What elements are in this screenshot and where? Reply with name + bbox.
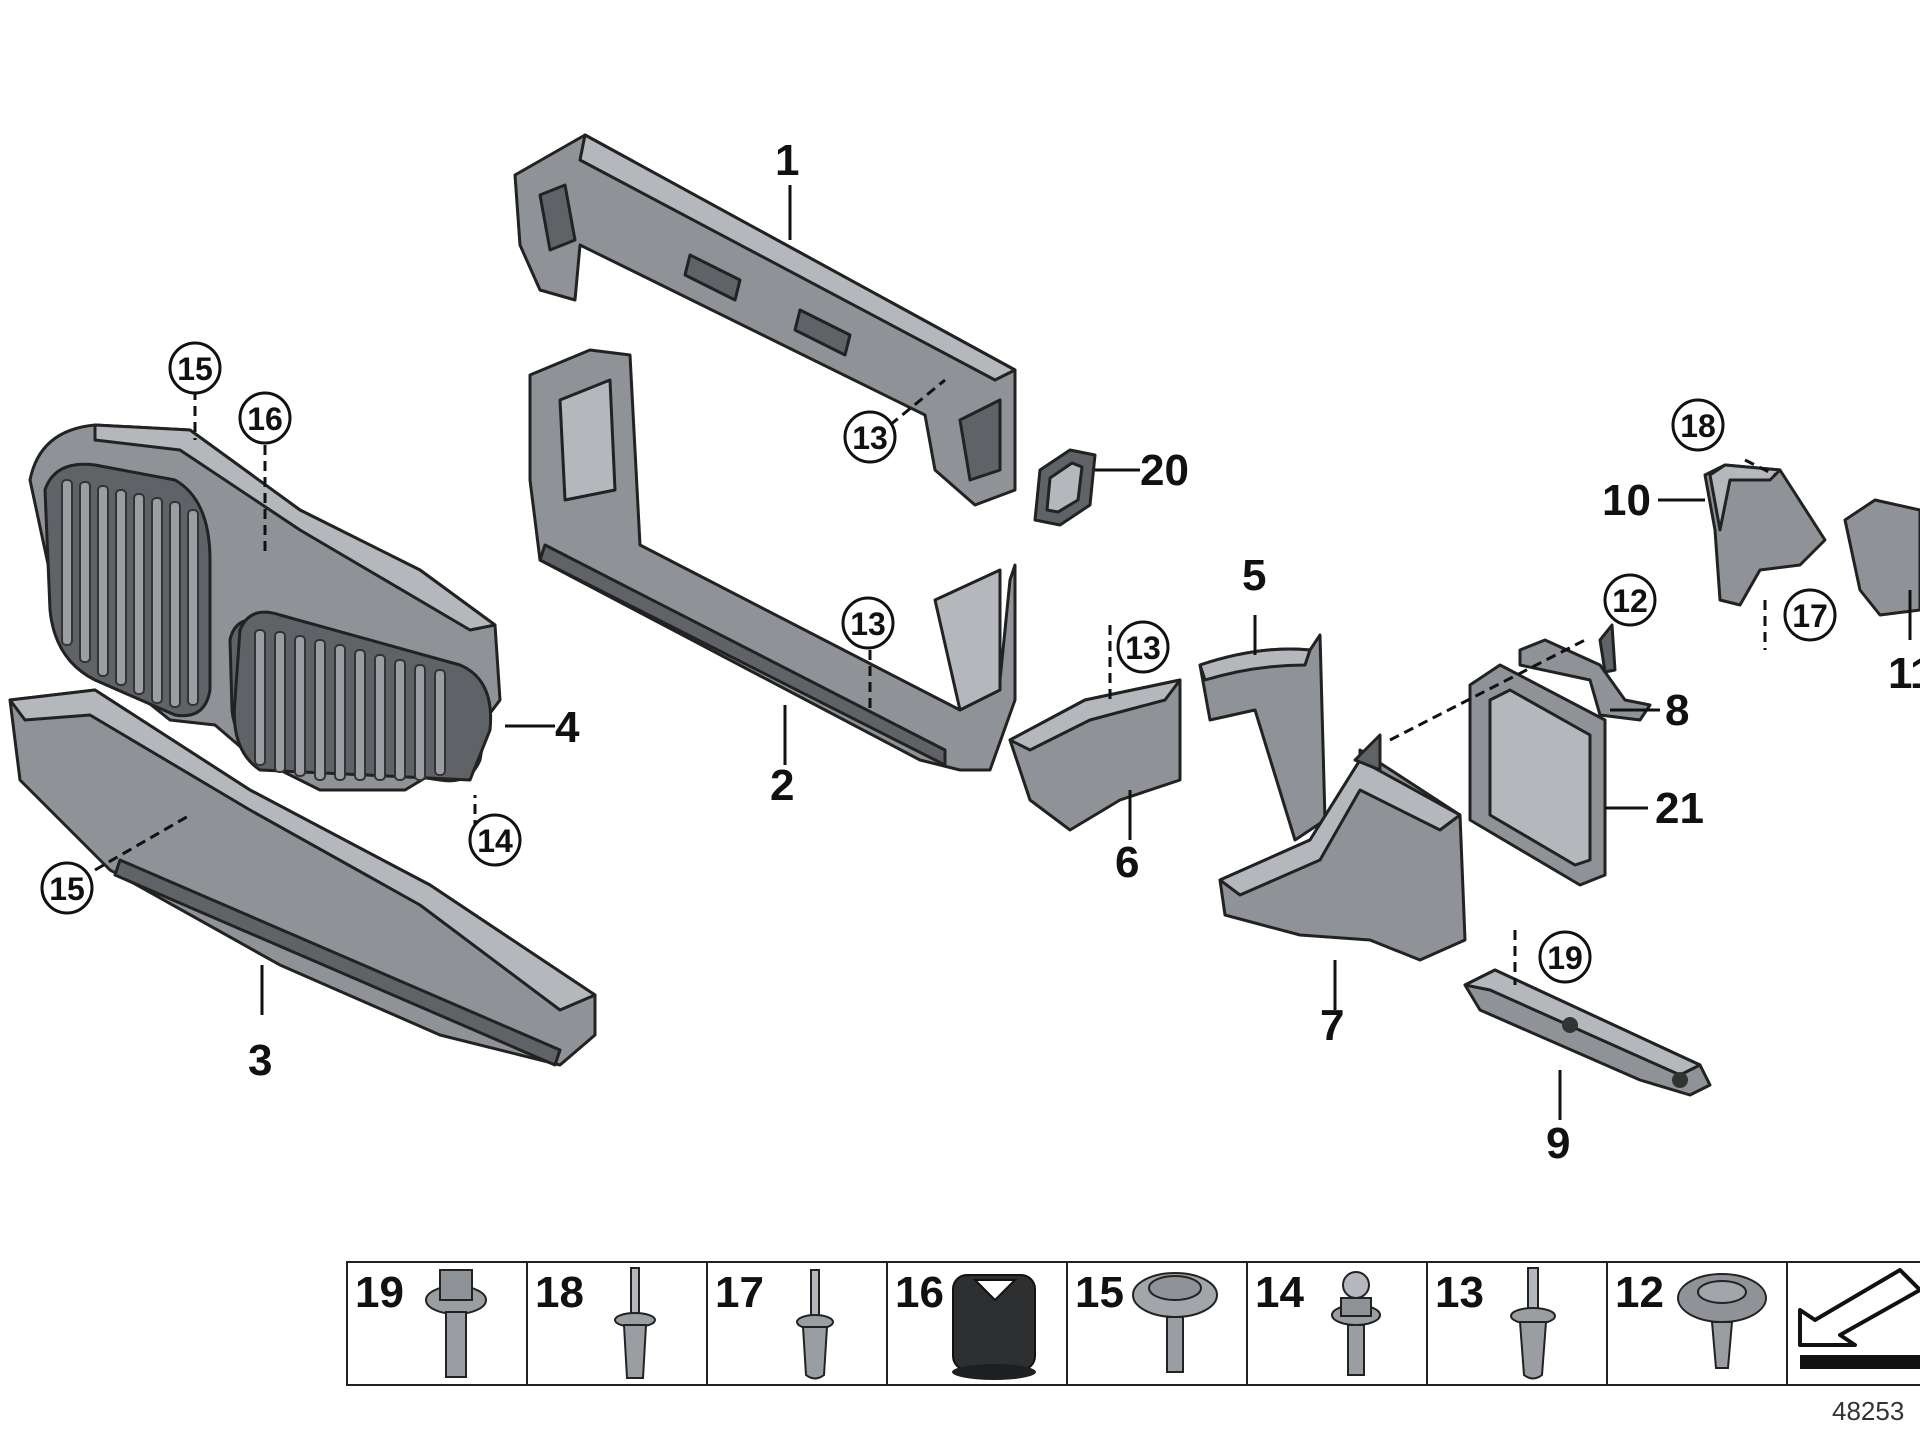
circled-13-upper: 13 bbox=[852, 420, 888, 456]
part-2-lower-frame bbox=[528, 348, 1017, 772]
legend-number-12: 12 bbox=[1615, 1268, 1664, 1317]
callout-6: 6 bbox=[1115, 838, 1139, 887]
circled-13-frame: 13 bbox=[850, 606, 886, 642]
circled-references: 15 16 14 15 13 13 13 18 17 12 19 bbox=[40, 341, 1837, 984]
legend-number-19: 19 bbox=[355, 1268, 404, 1317]
part-5-duct-panel bbox=[1198, 633, 1327, 842]
legend-number-15: 15 bbox=[1075, 1268, 1124, 1317]
part-10-air-deflector bbox=[1703, 463, 1827, 607]
part-3-lower-air-duct bbox=[8, 688, 597, 1067]
callout-1: 1 bbox=[775, 136, 799, 185]
legend-number-14: 14 bbox=[1255, 1268, 1304, 1317]
legend-number-17: 17 bbox=[715, 1268, 764, 1317]
hex-flange-bolt-icon bbox=[425, 1269, 487, 1378]
callout-20: 20 bbox=[1140, 446, 1189, 495]
circled-19: 19 bbox=[1547, 940, 1583, 976]
callout-3: 3 bbox=[248, 1036, 272, 1085]
leader-lines bbox=[260, 185, 1912, 1120]
plastic-rivet-icon bbox=[1510, 1267, 1556, 1380]
callout-10: 10 bbox=[1602, 476, 1651, 525]
circled-15-bottom: 15 bbox=[49, 871, 85, 907]
star-nut-screw-icon bbox=[1677, 1273, 1767, 1369]
direction-arrow-icon bbox=[1798, 1268, 1920, 1369]
legend-number-16: 16 bbox=[895, 1268, 944, 1317]
part-9-carrier bbox=[1463, 968, 1712, 1097]
part-11-air-deflector bbox=[1843, 498, 1920, 617]
part-8-bracket bbox=[1518, 623, 1652, 722]
part-7-brake-duct bbox=[1218, 733, 1467, 962]
callout-numbers: 1 2 3 4 5 6 7 8 9 10 11 20 21 bbox=[248, 136, 1920, 1168]
expanding-rivet-icon bbox=[614, 1267, 656, 1379]
left-kidney bbox=[43, 462, 212, 718]
callout-11: 11 bbox=[1888, 649, 1920, 698]
part-1-upper-carrier bbox=[513, 133, 1017, 507]
callout-21: 21 bbox=[1655, 784, 1704, 833]
legend-number-13: 13 bbox=[1435, 1268, 1484, 1317]
callout-5: 5 bbox=[1242, 551, 1266, 600]
ball-stud-icon bbox=[1331, 1271, 1381, 1376]
circled-12: 12 bbox=[1612, 583, 1648, 619]
washer-screw-icon bbox=[1132, 1272, 1218, 1373]
callout-4: 4 bbox=[555, 703, 580, 752]
circled-14: 14 bbox=[477, 823, 513, 859]
part-6-air-guide bbox=[1008, 678, 1182, 832]
legend-number-18: 18 bbox=[535, 1268, 584, 1317]
part-20-seal bbox=[1033, 448, 1097, 527]
rubber-buffer-icon bbox=[952, 1274, 1036, 1380]
diagram-reference-number: 48253 bbox=[1832, 1396, 1904, 1426]
callout-2: 2 bbox=[770, 761, 794, 810]
circled-13-guide: 13 bbox=[1125, 630, 1161, 666]
right-kidney bbox=[228, 610, 493, 783]
part-4-kidney-grille bbox=[28, 423, 502, 792]
fastener-legend-table: 19 18 17 16 15 14 13 12 bbox=[346, 1261, 1920, 1386]
callout-8: 8 bbox=[1665, 686, 1689, 735]
push-rivet-icon bbox=[796, 1269, 834, 1380]
circled-18: 18 bbox=[1680, 408, 1716, 444]
callout-9: 9 bbox=[1546, 1119, 1570, 1168]
circled-15-top: 15 bbox=[177, 351, 213, 387]
callout-7: 7 bbox=[1320, 1001, 1344, 1050]
circled-17: 17 bbox=[1792, 598, 1828, 634]
part-21-frame bbox=[1468, 663, 1607, 887]
circled-16: 16 bbox=[247, 401, 283, 437]
